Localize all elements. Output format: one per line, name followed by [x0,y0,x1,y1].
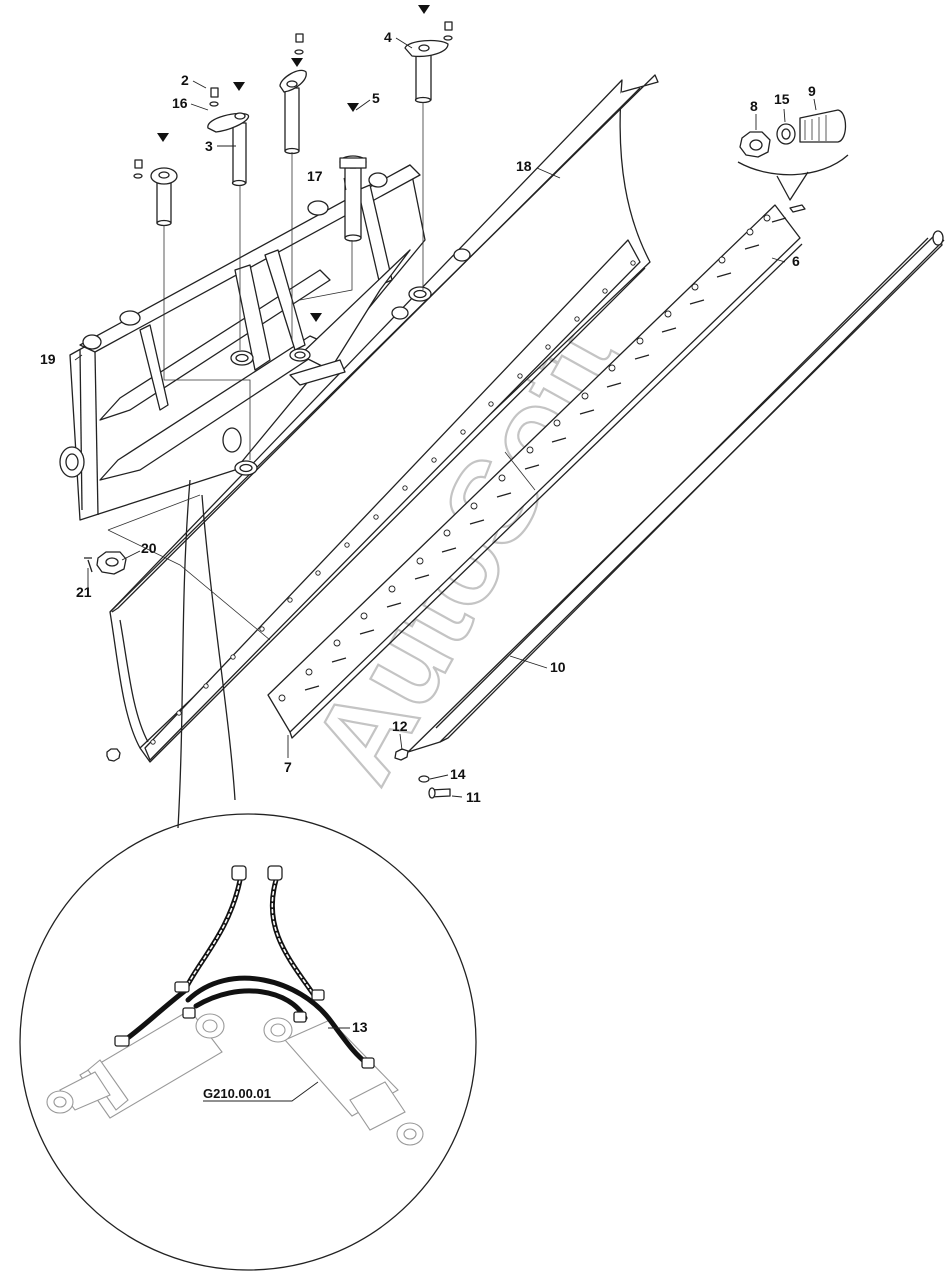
pin-part-3 [207,112,250,187]
blade-nut [106,748,121,762]
assembly-reference-label: G210.00.01 [203,1086,271,1101]
edge-bolt [789,204,806,213]
callout-18: 18 [516,158,532,174]
bolt-detail-set [737,109,849,201]
callout-15: 15 [774,91,790,107]
pin-part-17 [339,155,367,242]
callout-2: 2 [181,72,189,88]
cap-screws [133,21,453,179]
callout-19: 19 [40,351,56,367]
callout-4: 4 [384,29,392,45]
blade-bolt-holes [150,260,636,745]
pin-part-mid [279,69,307,155]
hose-fittings [114,865,375,1069]
lube-point-markers [157,5,430,322]
callout-9: 9 [808,83,816,99]
cutting-edge-set [267,204,803,739]
end-bit-strip [407,230,945,753]
callout-3: 3 [205,138,213,154]
callout-labels: 2 3 4 5 6 7 8 9 10 11 12 13 14 15 16 17 … [40,29,816,1035]
callout-8: 8 [750,98,758,114]
callout-13: 13 [352,1019,368,1035]
callout-5: 5 [372,90,380,106]
callout-12: 12 [392,718,408,734]
callout-16: 16 [172,95,188,111]
callout-14: 14 [450,766,466,782]
hydraulic-detail-circle: G210.00.01 [19,479,477,1271]
pin-part-4 [404,39,449,104]
callout-11: 11 [466,789,481,805]
callout-21: 21 [76,584,92,600]
callout-20: 20 [141,540,157,556]
cutting-edge-bolts [278,214,771,702]
callout-17: 17 [307,168,323,184]
leader-lines [74,37,817,1029]
pin-part-left [150,167,178,227]
plow-bolts-row [304,217,787,691]
lift-cylinders [46,1009,424,1146]
nut-and-cotter [84,551,127,575]
hydraulic-hoses [119,877,371,1067]
callout-6: 6 [792,253,800,269]
callout-10: 10 [550,659,566,675]
mouldboard-blade [109,74,659,763]
callout-7: 7 [284,759,292,775]
push-frame [59,164,471,521]
